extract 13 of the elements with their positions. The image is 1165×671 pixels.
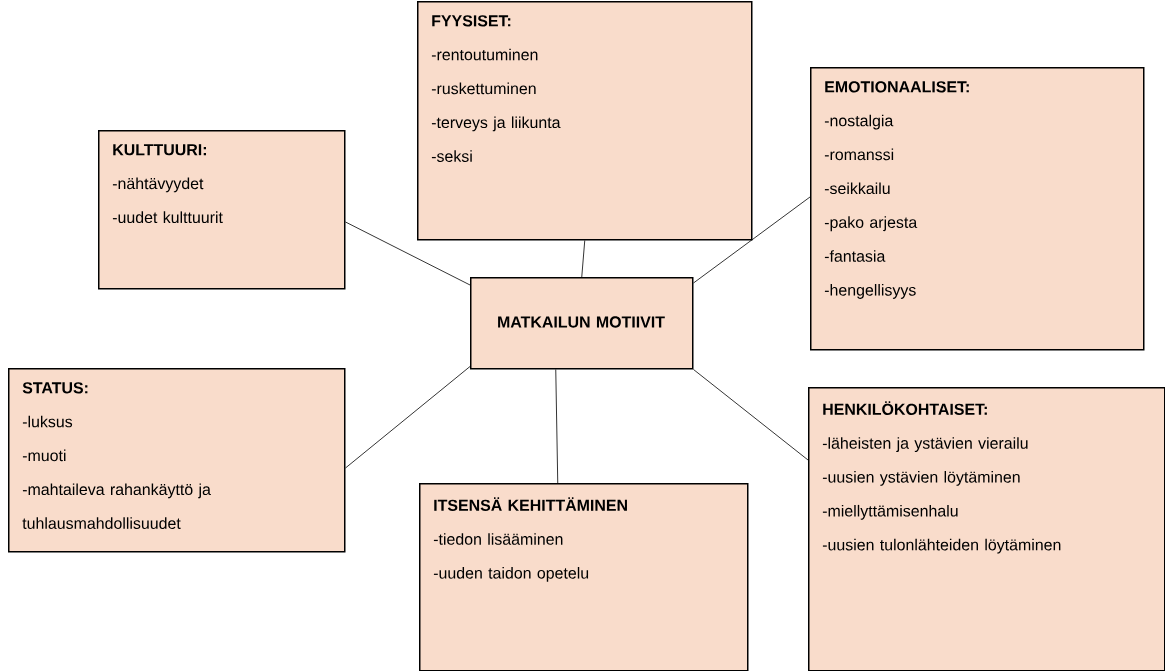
- text-box: HENKILÖKOHTAISET: -läheisten ja ystävien vierailu -uusien ystävien löytäminen -miellyttämisenhalu -uusien tulonlähteiden löytäminen: [808, 387, 1165, 671]
- connector-line: [693, 369, 809, 461]
- text-box: ITSENSÄ KEHITTÄMINEN -tiedon lisääminen -uuden taidon opetelu: [419, 483, 749, 671]
- text-box: EMOTIONAALISET: -nostalgia -romanssi -seikkailu -pako arjesta -fantasia -hengellisyys: [810, 67, 1145, 351]
- text-box: STATUS: -luksus -muoti -mahtaileva rahankäyttö ja tuhlausmahdollisuudet: [8, 368, 346, 553]
- connector-line: [345, 221, 471, 286]
- connector-line: [693, 196, 811, 284]
- text-box: FYYSISET: -rentoutuminen -ruskettuminen -terveys ja liikunta -seksi: [417, 1, 753, 241]
- text-box: KULTTUURI: -nähtävyydet -uudet kulttuurit: [98, 130, 346, 290]
- connector-line: [581, 240, 586, 278]
- connector-line: [555, 369, 559, 484]
- text-box: MATKAILUN MOTIIVIT: [470, 277, 694, 370]
- connector-line: [345, 366, 471, 469]
